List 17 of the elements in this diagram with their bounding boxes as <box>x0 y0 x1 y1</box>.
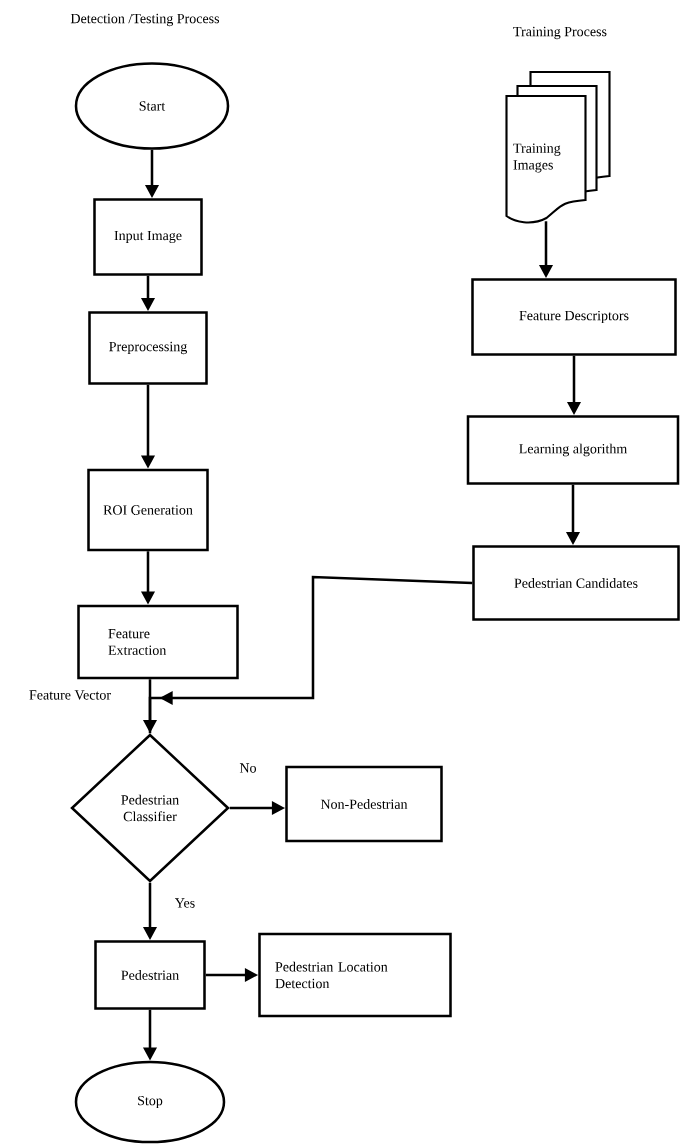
process-box: Preprocessing <box>88 311 208 385</box>
document-stack: Training Images <box>505 70 611 224</box>
process-box: Pedestrian <box>94 940 206 1010</box>
process-box: Non-Pedestrian <box>285 765 443 843</box>
heading: Training Process <box>513 26 607 40</box>
edge-label: Feature Vector <box>29 690 111 700</box>
process-box: Feature Extraction <box>77 604 239 680</box>
process-box: Learning algorithm <box>466 415 680 485</box>
process-box: Input Image <box>93 198 203 276</box>
process-box: Pedestrian Candidates <box>472 545 680 621</box>
arrow <box>148 575 473 734</box>
edge-label: Yes <box>175 898 195 908</box>
process-box: Pedestrian Location Detection <box>258 932 452 1018</box>
edge-label: No <box>239 763 256 773</box>
heading: Detection /Testing Process <box>70 13 220 27</box>
process-box: ROI Generation <box>87 468 209 552</box>
process-box: Feature Descriptors <box>471 278 677 356</box>
